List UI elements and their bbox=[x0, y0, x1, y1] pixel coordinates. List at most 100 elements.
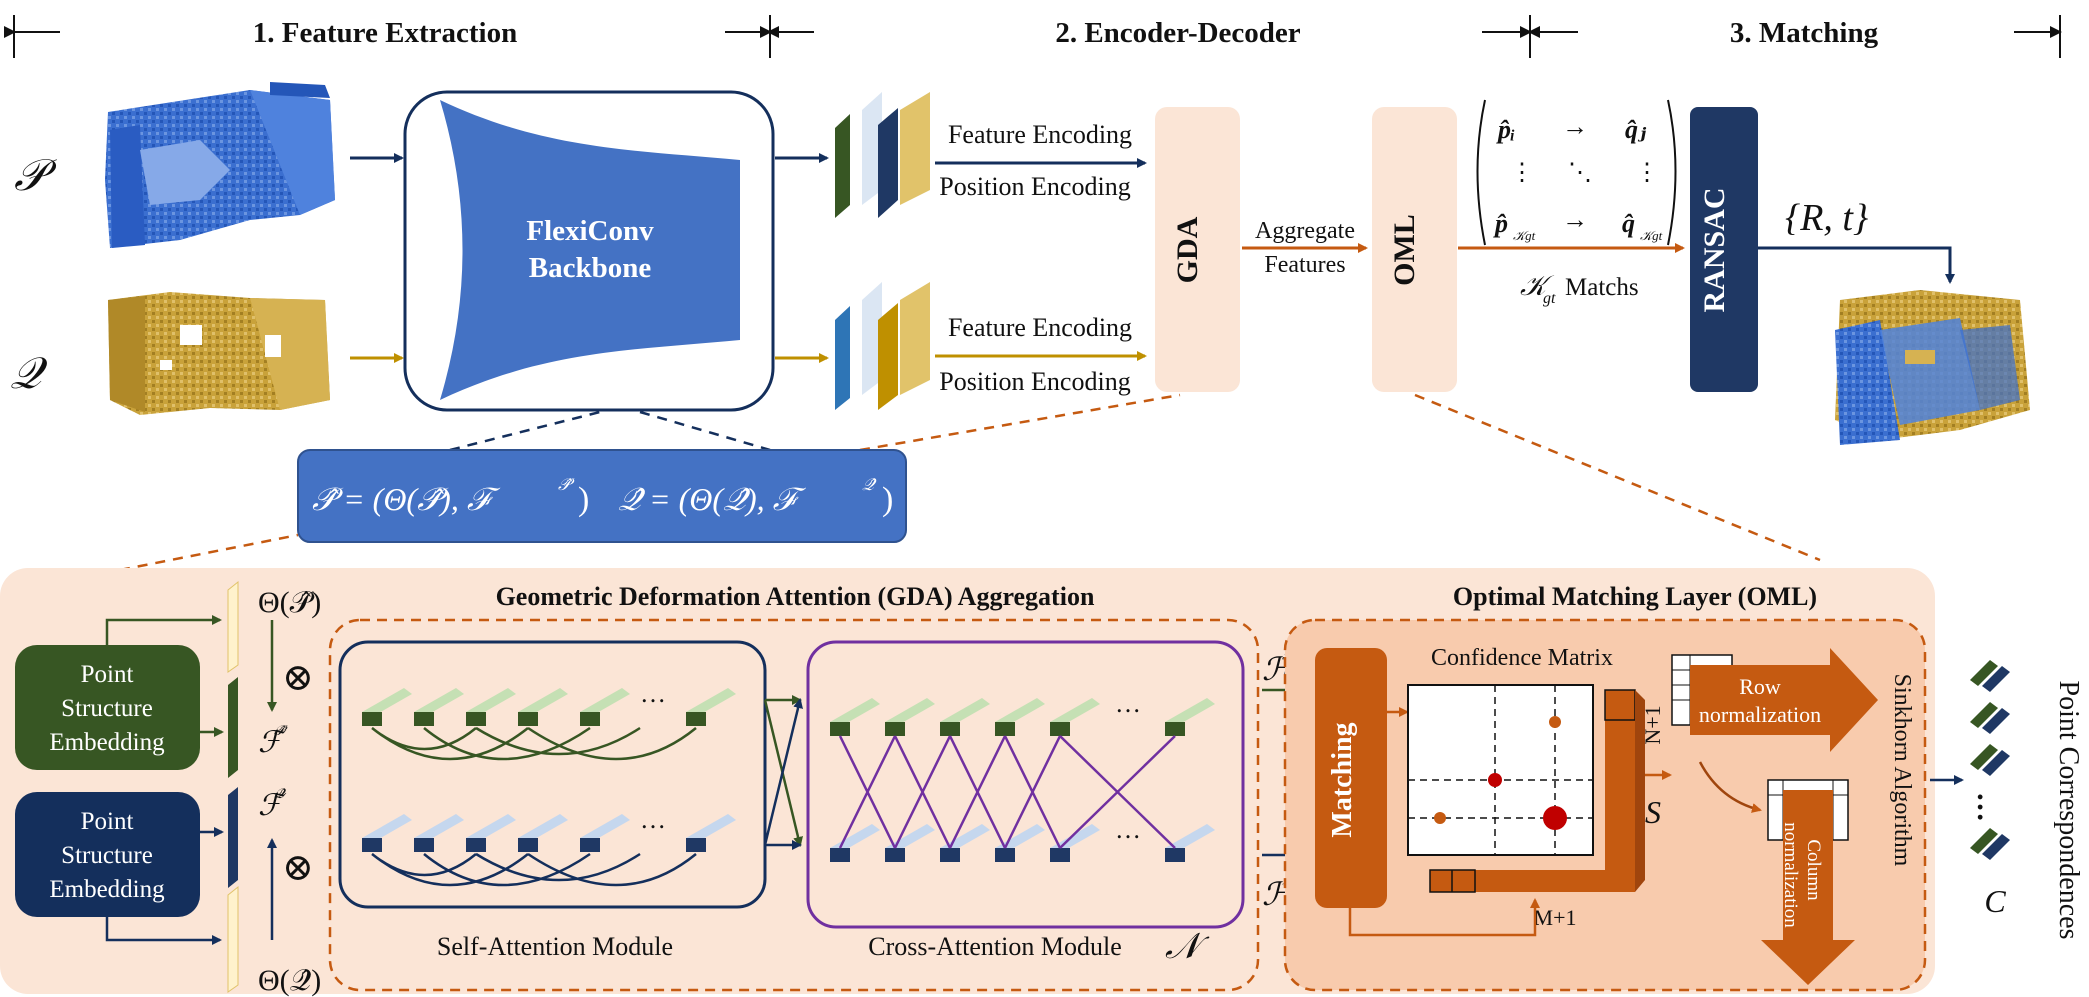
match-q-j: q̂ⱼ bbox=[1625, 115, 1647, 144]
gda-section-title: Geometric Deformation Attention (GDA) Ag… bbox=[496, 582, 1095, 611]
detail-connector-left bbox=[119, 533, 299, 572]
point-cloud-p-image bbox=[105, 82, 335, 248]
point-structure-embedding-p bbox=[15, 645, 200, 770]
m-plus-1-label: M+1 bbox=[1534, 905, 1577, 930]
feature-encoding-label-p: Feature Encoding bbox=[948, 120, 1132, 149]
theta-q-label: Θ(𝒬̂) bbox=[258, 964, 321, 997]
match-arrow-1: → bbox=[1562, 112, 1588, 141]
feature-encoding-label-q: Feature Encoding bbox=[948, 313, 1132, 342]
self-attention-bottom-row bbox=[362, 814, 736, 852]
stage-1-title: 1. Feature Extraction bbox=[253, 17, 517, 49]
self-attention-top-row bbox=[362, 688, 736, 726]
formula-box bbox=[297, 449, 907, 543]
feature-stack-p bbox=[835, 92, 930, 218]
gda-block bbox=[1155, 107, 1240, 392]
self-attention-module-box bbox=[338, 640, 767, 909]
point-correspondences-label: Point Correspondences bbox=[2053, 681, 2084, 940]
match-matrix: p̂ᵢ → q̂ⱼ ⋮ ⋱ ⋮ p̂ 𝒦gt → q̂ 𝒦gt bbox=[1476, 99, 1677, 246]
stage-3-title: 3. Matching bbox=[1730, 17, 1879, 49]
gda-block-label: GDA bbox=[1171, 216, 1204, 283]
self-attention-label: Self-Attention Module bbox=[437, 932, 673, 961]
arrow-matching-to-dustbin bbox=[1348, 898, 1540, 937]
input-p-symbol: 𝒫 bbox=[14, 151, 57, 200]
cross-attention-bottom-row bbox=[830, 824, 1215, 862]
match-vdots-2: ⋮ bbox=[1635, 160, 1659, 186]
match-p-k: p̂ bbox=[1493, 209, 1508, 238]
point-cloud-q-image bbox=[108, 292, 330, 415]
match-p-k-sub: 𝒦gt bbox=[1513, 228, 1536, 243]
oml-block-label: OML bbox=[1388, 214, 1421, 286]
row-normalization-arrow bbox=[1690, 648, 1878, 752]
registered-point-cloud-image bbox=[1835, 290, 2030, 445]
arrow-emb-p-to-theta bbox=[105, 615, 222, 645]
embedding-p-line2: Structure bbox=[61, 695, 153, 722]
formula-left: 𝒫̂ = (Θ(𝒫̂), ℱ bbox=[312, 481, 501, 517]
input-q-symbol: 𝒬 bbox=[10, 349, 48, 398]
column-normalization-label-1: Column bbox=[1803, 839, 1824, 901]
position-encoding-label-p: Position Encoding bbox=[939, 172, 1130, 201]
theta-p-label: Θ(𝒫̂) bbox=[258, 586, 321, 619]
formula-connector-left bbox=[449, 410, 601, 452]
backbone-label-line2: Backbone bbox=[529, 252, 652, 284]
formula-left-close: ) bbox=[578, 481, 589, 518]
column-normalization-label-2: normalization bbox=[1780, 822, 1801, 928]
correspondence-tokens bbox=[1970, 660, 2010, 860]
cross-attention-module-box bbox=[806, 640, 1245, 929]
match-q-k: q̂ bbox=[1622, 209, 1635, 238]
row-normalization-label-1: Row bbox=[1739, 674, 1781, 699]
self-attention-tokens bbox=[362, 688, 736, 887]
formula-right-sup: 𝒬̂ bbox=[862, 475, 877, 494]
theta-q-slab bbox=[227, 885, 239, 993]
gda-aggregation-region bbox=[328, 618, 1260, 992]
gda-zoom-connector-top bbox=[859, 393, 1181, 452]
oml-section-title: Optimal Matching Layer (OML) bbox=[1453, 582, 1817, 611]
feature-p-slab bbox=[228, 677, 238, 778]
s-label: S bbox=[1645, 794, 1661, 830]
sinkhorn-label: Sinkhorn Algorithm bbox=[1889, 674, 1915, 867]
feature-q-slab bbox=[228, 787, 238, 888]
correspondence-dots: … bbox=[1971, 792, 2004, 822]
cross-attention-label: Cross-Attention Module bbox=[868, 932, 1122, 961]
aggregate-label-line2: Features bbox=[1264, 252, 1345, 278]
backbone-label-line1: FlexiConv bbox=[526, 215, 654, 247]
matchs-sub: gt bbox=[1543, 290, 1556, 307]
otimes-q: ⊗ bbox=[282, 847, 314, 889]
match-arrow-2: → bbox=[1562, 205, 1588, 234]
formula-right: 𝒬̂ = (Θ(𝒬̂), ℱ bbox=[618, 481, 807, 517]
row-normalization-label-2: normalization bbox=[1699, 702, 1821, 727]
output-c-label: C bbox=[1984, 883, 2006, 919]
self-dots-bottom: … bbox=[640, 805, 666, 834]
stage-header bbox=[4, 15, 2062, 58]
ransac-block bbox=[1690, 107, 1758, 392]
arrow-emb-q-to-theta bbox=[105, 917, 222, 945]
arrow-self-to-cross-diag-2 bbox=[763, 698, 803, 846]
position-encoding-label-q: Position Encoding bbox=[939, 367, 1130, 396]
match-ddots: ⋱ bbox=[1568, 160, 1592, 186]
oml-block bbox=[1372, 107, 1457, 392]
match-p-i: p̂ᵢ bbox=[1496, 115, 1515, 144]
cross-dots-top: … bbox=[1115, 689, 1141, 718]
point-structure-embedding-q bbox=[15, 792, 200, 917]
embedding-p-line1: Point bbox=[81, 661, 134, 688]
backbone-hourglass-shape bbox=[440, 100, 740, 400]
aggregate-label-line1: Aggregate bbox=[1255, 218, 1355, 244]
embedding-q-line1: Point bbox=[81, 808, 134, 835]
n-plus-1-label: N+1 bbox=[1640, 705, 1665, 744]
formula-connector-right bbox=[639, 410, 771, 452]
embedding-p-line3: Embedding bbox=[49, 729, 165, 756]
matchs-text: Matchs bbox=[1565, 274, 1639, 301]
cross-dots-bottom: … bbox=[1115, 815, 1141, 844]
formula-right-close: ) bbox=[882, 481, 893, 518]
arrow-row-to-column bbox=[1698, 761, 1762, 813]
confidence-matrix-label: Confidence Matrix bbox=[1431, 645, 1613, 671]
matching-block bbox=[1315, 648, 1387, 908]
otimes-p: ⊗ bbox=[282, 657, 314, 699]
matching-block-label: Matching bbox=[1327, 722, 1358, 837]
feature-q-sup: 𝒬̂ bbox=[274, 787, 286, 802]
ransac-block-label: RANSAC bbox=[1698, 187, 1731, 312]
feature-stack-q bbox=[835, 282, 930, 410]
cross-attention-top-row bbox=[830, 698, 1215, 736]
embedding-q-line2: Structure bbox=[61, 842, 153, 869]
match-q-k-sub: 𝒦gt bbox=[1640, 228, 1663, 243]
